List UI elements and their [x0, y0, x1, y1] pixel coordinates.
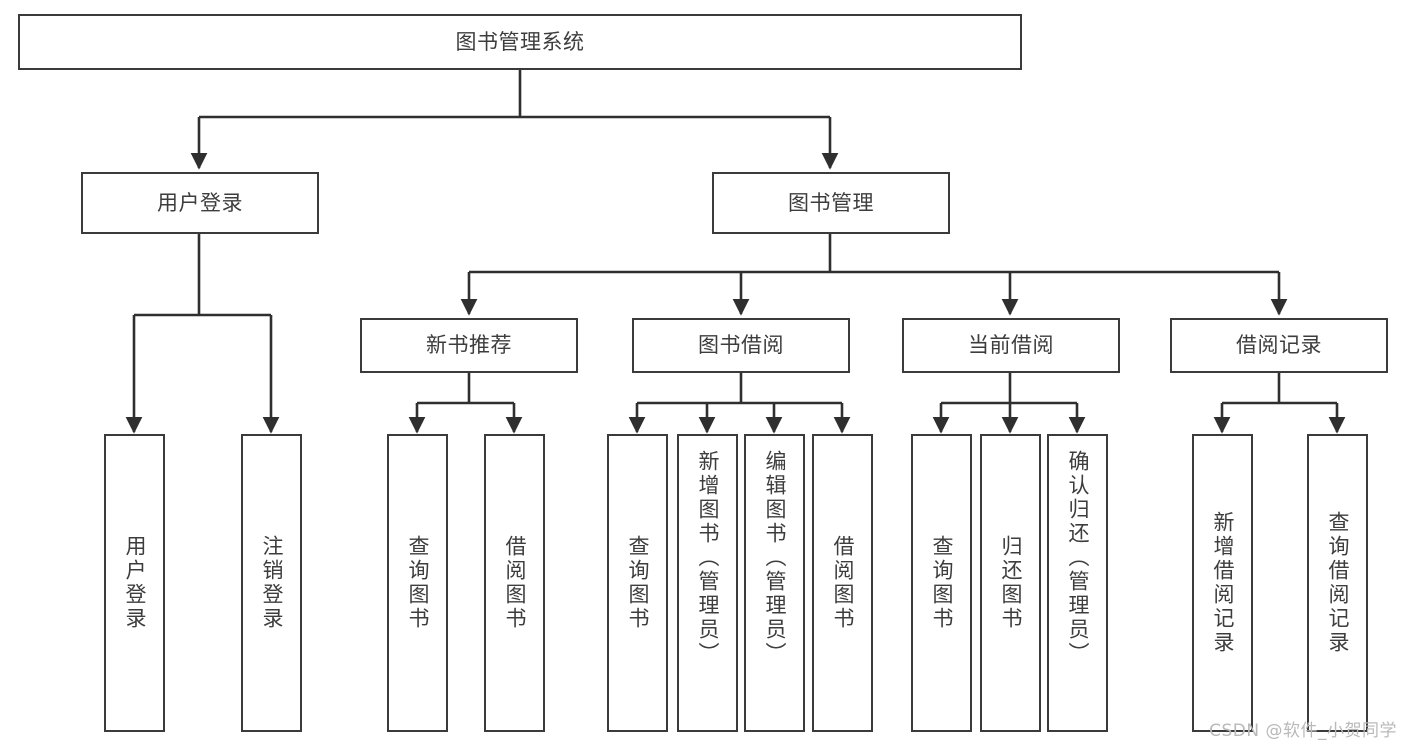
node-label: 编辑图书（管理员）: [763, 450, 787, 666]
node-leaf-borrow-book-2[interactable]: 借阅图书: [812, 434, 873, 732]
node-label: 图书借阅: [698, 333, 784, 358]
node-new-book-recommend[interactable]: 新书推荐: [360, 318, 578, 373]
watermark-text: CSDN @软件_小贺同学: [1209, 721, 1397, 741]
node-leaf-query-record[interactable]: 查询借阅记录: [1307, 434, 1368, 732]
node-borrow-record[interactable]: 借阅记录: [1170, 318, 1388, 373]
node-leaf-query-book-3[interactable]: 查询图书: [911, 434, 972, 732]
node-label: 借阅图书: [831, 535, 855, 631]
node-label: 图书管理: [788, 190, 874, 215]
node-leaf-return-book[interactable]: 归还图书: [980, 434, 1041, 732]
node-leaf-query-book-1[interactable]: 查询图书: [387, 434, 448, 732]
node-label: 借阅图书: [503, 535, 527, 631]
node-label: 新增图书（管理员）: [696, 450, 720, 666]
node-label: 注销登录: [260, 535, 284, 631]
node-label: 新增借阅记录: [1211, 511, 1235, 655]
node-book-borrow[interactable]: 图书借阅: [632, 318, 850, 373]
node-label: 查询图书: [406, 535, 430, 631]
node-label: 图书管理系统: [455, 29, 585, 54]
node-label: 查询图书: [930, 535, 954, 631]
node-leaf-logout-login[interactable]: 注销登录: [241, 434, 302, 732]
node-root-system[interactable]: 图书管理系统: [18, 14, 1022, 70]
node-leaf-query-book-2[interactable]: 查询图书: [607, 434, 668, 732]
node-label: 确认归还（管理员）: [1066, 450, 1090, 666]
node-label: 查询借阅记录: [1326, 511, 1350, 655]
node-leaf-borrow-book-1[interactable]: 借阅图书: [484, 434, 545, 732]
node-label: 新书推荐: [426, 333, 512, 358]
node-label: 借阅记录: [1236, 333, 1322, 358]
node-book-manage[interactable]: 图书管理: [712, 172, 950, 234]
node-label: 用户登录: [157, 190, 243, 215]
node-leaf-edit-book[interactable]: 编辑图书（管理员）: [744, 434, 805, 732]
node-leaf-add-record[interactable]: 新增借阅记录: [1192, 434, 1253, 732]
node-label: 查询图书: [626, 535, 650, 631]
node-leaf-confirm-return[interactable]: 确认归还（管理员）: [1047, 434, 1108, 732]
node-label: 归还图书: [999, 535, 1023, 631]
node-leaf-add-book[interactable]: 新增图书（管理员）: [677, 434, 738, 732]
node-label: 用户登录: [123, 535, 147, 631]
node-label: 当前借阅: [968, 333, 1054, 358]
node-leaf-user-login[interactable]: 用户登录: [104, 434, 165, 732]
node-user-login[interactable]: 用户登录: [81, 172, 319, 234]
node-current-borrow[interactable]: 当前借阅: [902, 318, 1120, 373]
